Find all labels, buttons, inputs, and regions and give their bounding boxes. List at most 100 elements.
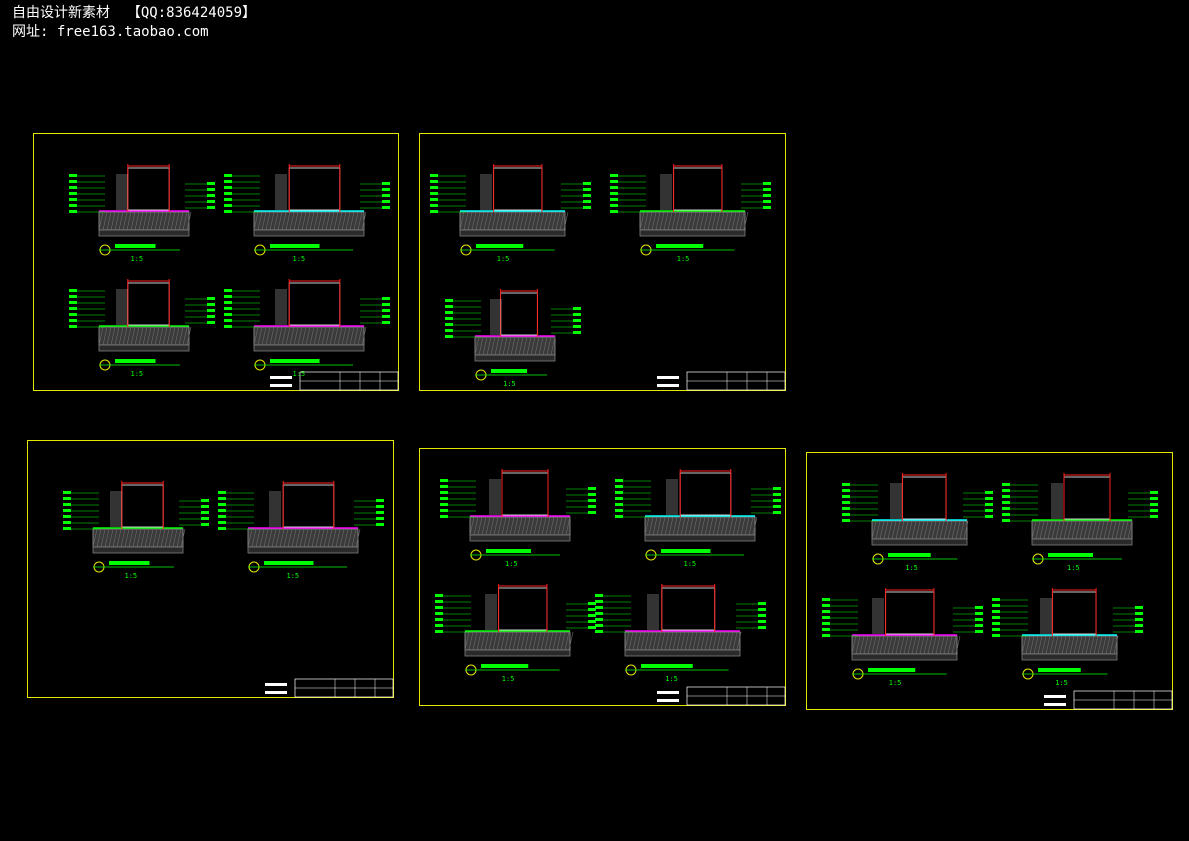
annotation-mark	[595, 630, 603, 633]
hatch-line	[134, 326, 140, 346]
wall-outline	[288, 167, 341, 211]
annotation-mark	[69, 307, 77, 310]
hatch-line	[469, 516, 475, 536]
hatch-line	[947, 520, 953, 540]
annotation-mark	[842, 513, 850, 516]
hatch-line	[92, 528, 98, 548]
detail-title-mark	[661, 549, 711, 553]
hatch-line	[253, 211, 259, 231]
hatch-line	[297, 326, 303, 346]
annotation-mark	[588, 487, 596, 490]
annotation-mark	[992, 634, 1000, 637]
annotation-mark	[1135, 606, 1143, 609]
hatch-line	[1063, 520, 1069, 540]
hatch-line	[1039, 520, 1045, 540]
annotation-mark	[773, 493, 781, 496]
annotation-mark	[588, 505, 596, 508]
annotation-mark	[842, 501, 850, 504]
hatch-line	[899, 520, 905, 540]
hatch-line	[265, 326, 271, 346]
hatch-line	[273, 211, 279, 231]
hatch-line	[289, 326, 295, 346]
hatch-line	[695, 211, 701, 231]
annotation-mark	[595, 624, 603, 627]
annotation-mark	[1135, 630, 1143, 633]
hatch-line	[1065, 635, 1071, 655]
annotation-mark	[985, 497, 993, 500]
annotation-mark	[615, 503, 623, 506]
annotation-mark	[1150, 509, 1158, 512]
annotation-mark	[985, 509, 993, 512]
detail-drawing: 1:5	[224, 164, 390, 263]
annotation-mark	[207, 206, 215, 209]
hatch-line	[531, 211, 537, 231]
hatch-line	[1091, 520, 1097, 540]
hatch-line	[329, 211, 335, 231]
hatch-line	[543, 211, 549, 231]
hatch-line	[663, 211, 669, 231]
hatch-line	[496, 631, 502, 651]
detail-drawing: 1:5	[610, 164, 771, 263]
hatch-line	[293, 211, 299, 231]
hatch-line	[652, 516, 658, 536]
detail-subbase	[253, 229, 365, 237]
hatch-line	[162, 326, 168, 346]
annotation-mark	[218, 527, 226, 530]
annotation-mark	[69, 198, 77, 201]
hatch-line	[647, 211, 653, 231]
annotation-mark	[773, 487, 781, 490]
hatch-line	[1071, 520, 1077, 540]
annotation-mark	[224, 307, 232, 310]
hatch-line	[501, 516, 507, 536]
wall-outline	[282, 484, 335, 528]
detail-slab	[474, 336, 556, 356]
hatch-line	[911, 635, 917, 655]
hatch-line	[1101, 635, 1107, 655]
annotation-mark	[207, 200, 215, 203]
annotation-mark	[440, 479, 448, 482]
hatch-line	[142, 211, 148, 231]
hatch-line	[498, 336, 504, 356]
hatch-line	[555, 211, 561, 231]
hatch-line	[1041, 635, 1047, 655]
annotation-mark	[69, 174, 77, 177]
detail-drawing: 1:5	[218, 481, 384, 580]
hatch-line	[560, 631, 566, 651]
hatch-line	[305, 326, 311, 346]
hatch-line	[474, 336, 480, 356]
hatch-line	[156, 528, 162, 548]
annotation-mark	[573, 319, 581, 322]
hatch-line	[927, 520, 933, 540]
hatch-line	[503, 211, 509, 231]
hatch-line	[1035, 520, 1041, 540]
detail-subbase	[469, 534, 571, 542]
annotation-mark	[595, 612, 603, 615]
hatch-line	[160, 528, 166, 548]
hatch-line	[118, 326, 124, 346]
hatch-line	[1103, 520, 1109, 540]
wall-outline	[661, 587, 716, 631]
title-block-mark	[270, 376, 292, 379]
hatch-line	[126, 211, 132, 231]
hatch-line	[126, 326, 132, 346]
hatch-line	[716, 631, 722, 651]
annotation-mark	[69, 180, 77, 183]
annotation-mark	[63, 515, 71, 518]
hatch-line	[337, 211, 343, 231]
hatch-line	[271, 528, 277, 548]
detail-scale-text: 1:5	[665, 675, 678, 683]
hatch-line	[1031, 520, 1037, 540]
title-block	[1044, 690, 1173, 710]
hatch-line	[652, 631, 658, 651]
hatch-line	[166, 211, 172, 231]
detail-drawing: 1:5	[595, 584, 766, 683]
hatch-line	[895, 635, 901, 655]
detail-drawing: 1:5	[440, 469, 596, 568]
hatch-line	[98, 211, 104, 231]
hatch-line	[1073, 635, 1079, 655]
